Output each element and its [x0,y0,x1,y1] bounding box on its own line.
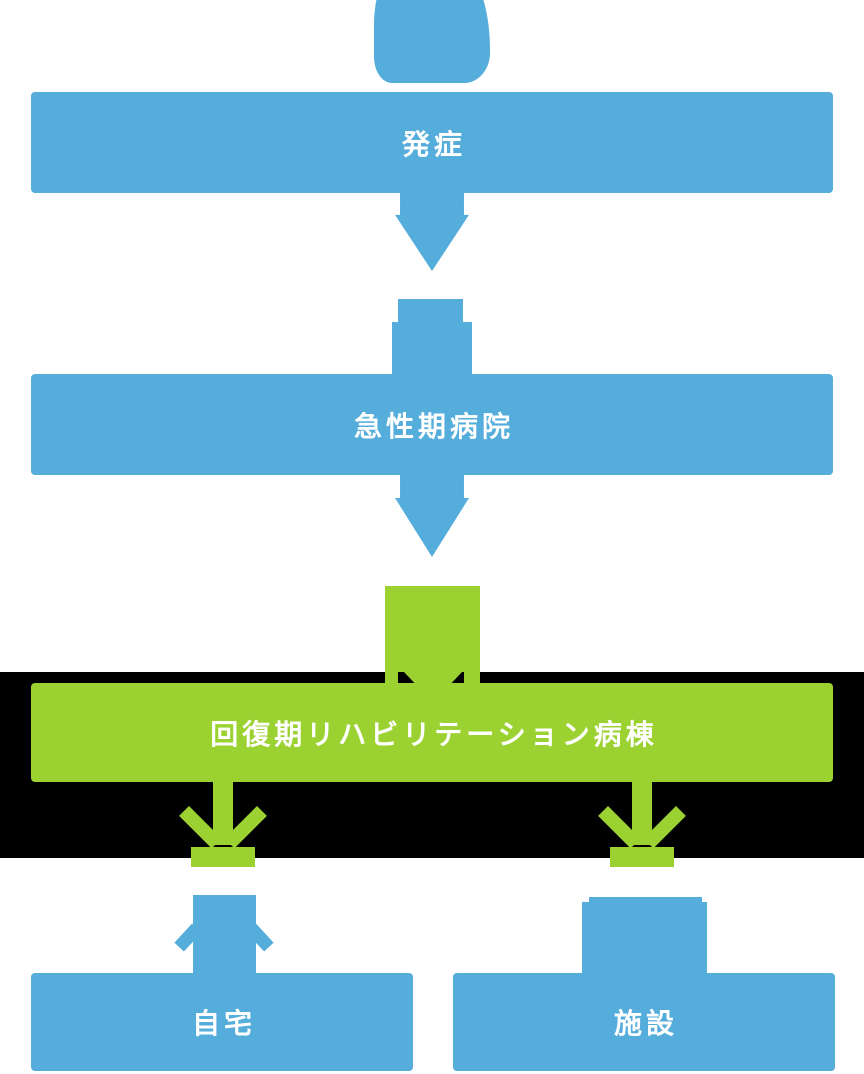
rehab-icon [385,672,398,683]
onset-label: 発症 [401,128,466,160]
rehab-ward-label: 回復期リハビリテーション病棟 [210,718,658,750]
rehab-icon [464,672,480,683]
arrow-base [610,847,674,867]
onset-bar: 発症 [31,92,833,193]
person-icon [374,0,490,83]
facility-label: 施設 [613,1008,678,1039]
rehab-icon [385,586,480,672]
facility-bar: 施設 [453,973,835,1071]
acute-hospital-label: 急性期病院 [353,410,514,442]
green-down-arrow-icon [179,782,267,874]
facility-building-icon [582,902,707,973]
arrow-stem [213,782,233,845]
home-label: 自宅 [191,1008,256,1039]
house-icon [174,895,274,973]
down-arrow-icon [395,475,469,557]
rehab-ward-bar: 回復期リハビリテーション病棟 [31,683,833,782]
home-bar: 自宅 [31,973,413,1071]
hospital-building-icon [398,299,463,322]
arrow-base [191,847,255,867]
house-body [193,895,256,973]
green-down-arrow-icon [598,782,686,874]
facility-building-icon [589,897,702,903]
arrow-stem [632,782,652,845]
rehab-icon [404,672,462,683]
down-arrow-icon [395,193,469,271]
hospital-building-icon [392,322,472,374]
acute-hospital-bar: 急性期病院 [31,374,833,475]
